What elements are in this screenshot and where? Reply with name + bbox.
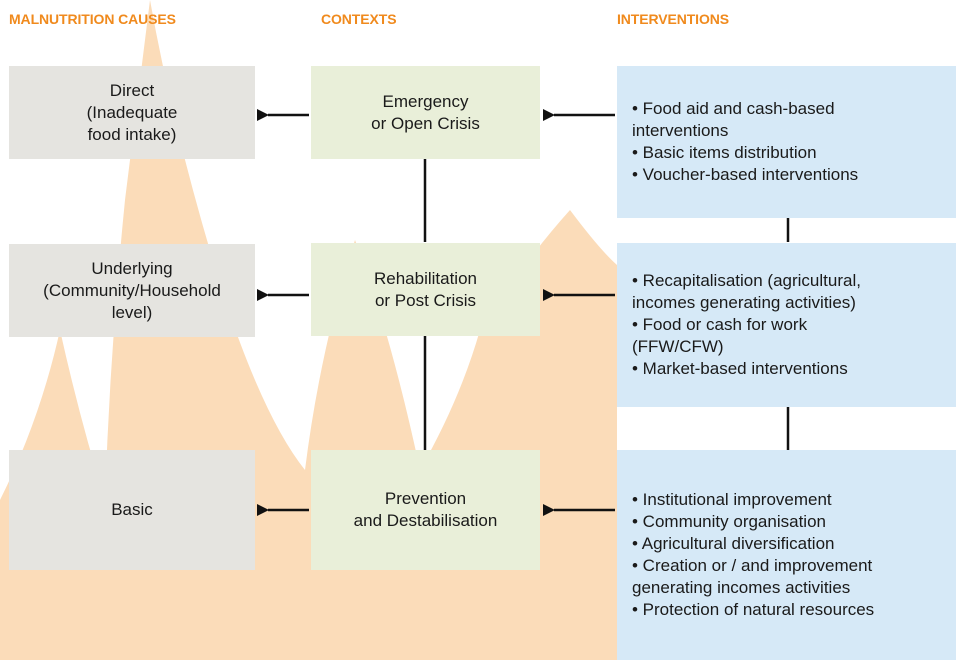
intervention-line: • Institutional improvement [632, 490, 832, 509]
intervention-line: interventions [632, 121, 729, 140]
header-contexts: CONTEXTS [321, 11, 397, 27]
intervention-line: • Voucher-based interventions [632, 165, 859, 184]
interventions-emergency-box: • Food aid and cash-based interventions … [617, 66, 956, 218]
context-emergency-line: or Open Crisis [371, 113, 480, 133]
context-prevention-line: Prevention [384, 489, 467, 508]
intervention-line: • Agricultural diversification [632, 534, 835, 553]
intervention-line: • Recapitalisation (agricultural, [632, 271, 861, 290]
context-rehabilitation-line: Rehabilitation [373, 268, 477, 288]
intervention-line: (FFW/CFW) [632, 337, 724, 356]
intervention-line: generating incomes activities [632, 578, 851, 597]
header-malnutrition-causes: MALNUTRITION CAUSES [9, 11, 176, 27]
intervention-line: • Basic items distribution [632, 143, 817, 162]
intervention-line: • Food aid and cash-based [632, 99, 835, 118]
cause-basic-line: Basic [111, 500, 153, 519]
cause-direct-line: Direct [109, 80, 155, 100]
context-rehabilitation-box: Rehabilitation or Post Crisis [311, 243, 540, 336]
cause-underlying-line: Underlying [91, 258, 173, 278]
interventions-prevention-box: • Institutional improvement • Community … [617, 450, 956, 660]
cause-direct-line: food intake) [87, 124, 177, 144]
intervention-line: • Protection of natural resources [632, 600, 875, 619]
context-prevention-line: and Destabilisation [353, 511, 498, 530]
cause-direct-box: Direct (Inadequate food intake) [9, 66, 255, 159]
context-prevention-box: Prevention and Destabilisation [311, 450, 540, 570]
header-interventions: INTERVENTIONS [617, 11, 730, 27]
intervention-line: • Food or cash for work [632, 315, 808, 334]
cause-direct-line: (Inadequate [86, 102, 178, 122]
intervention-line: • Community organisation [632, 512, 826, 531]
cause-underlying-box: Underlying (Community/Household level) [9, 244, 255, 337]
intervention-line: • Market-based interventions [632, 359, 848, 378]
intervention-line: • Creation or / and improvement [632, 556, 873, 575]
cause-underlying-line: (Community/Household [43, 280, 221, 300]
context-emergency-line: Emergency [382, 91, 469, 111]
interventions-rehabilitation-box: • Recapitalisation (agricultural, income… [617, 243, 956, 407]
context-rehabilitation-line: or Post Crisis [374, 290, 477, 310]
cause-basic-box: Basic [9, 450, 255, 570]
context-emergency-box: Emergency or Open Crisis [311, 66, 540, 159]
intervention-line: incomes generating activities) [632, 293, 856, 312]
cause-underlying-line: level) [111, 302, 153, 322]
